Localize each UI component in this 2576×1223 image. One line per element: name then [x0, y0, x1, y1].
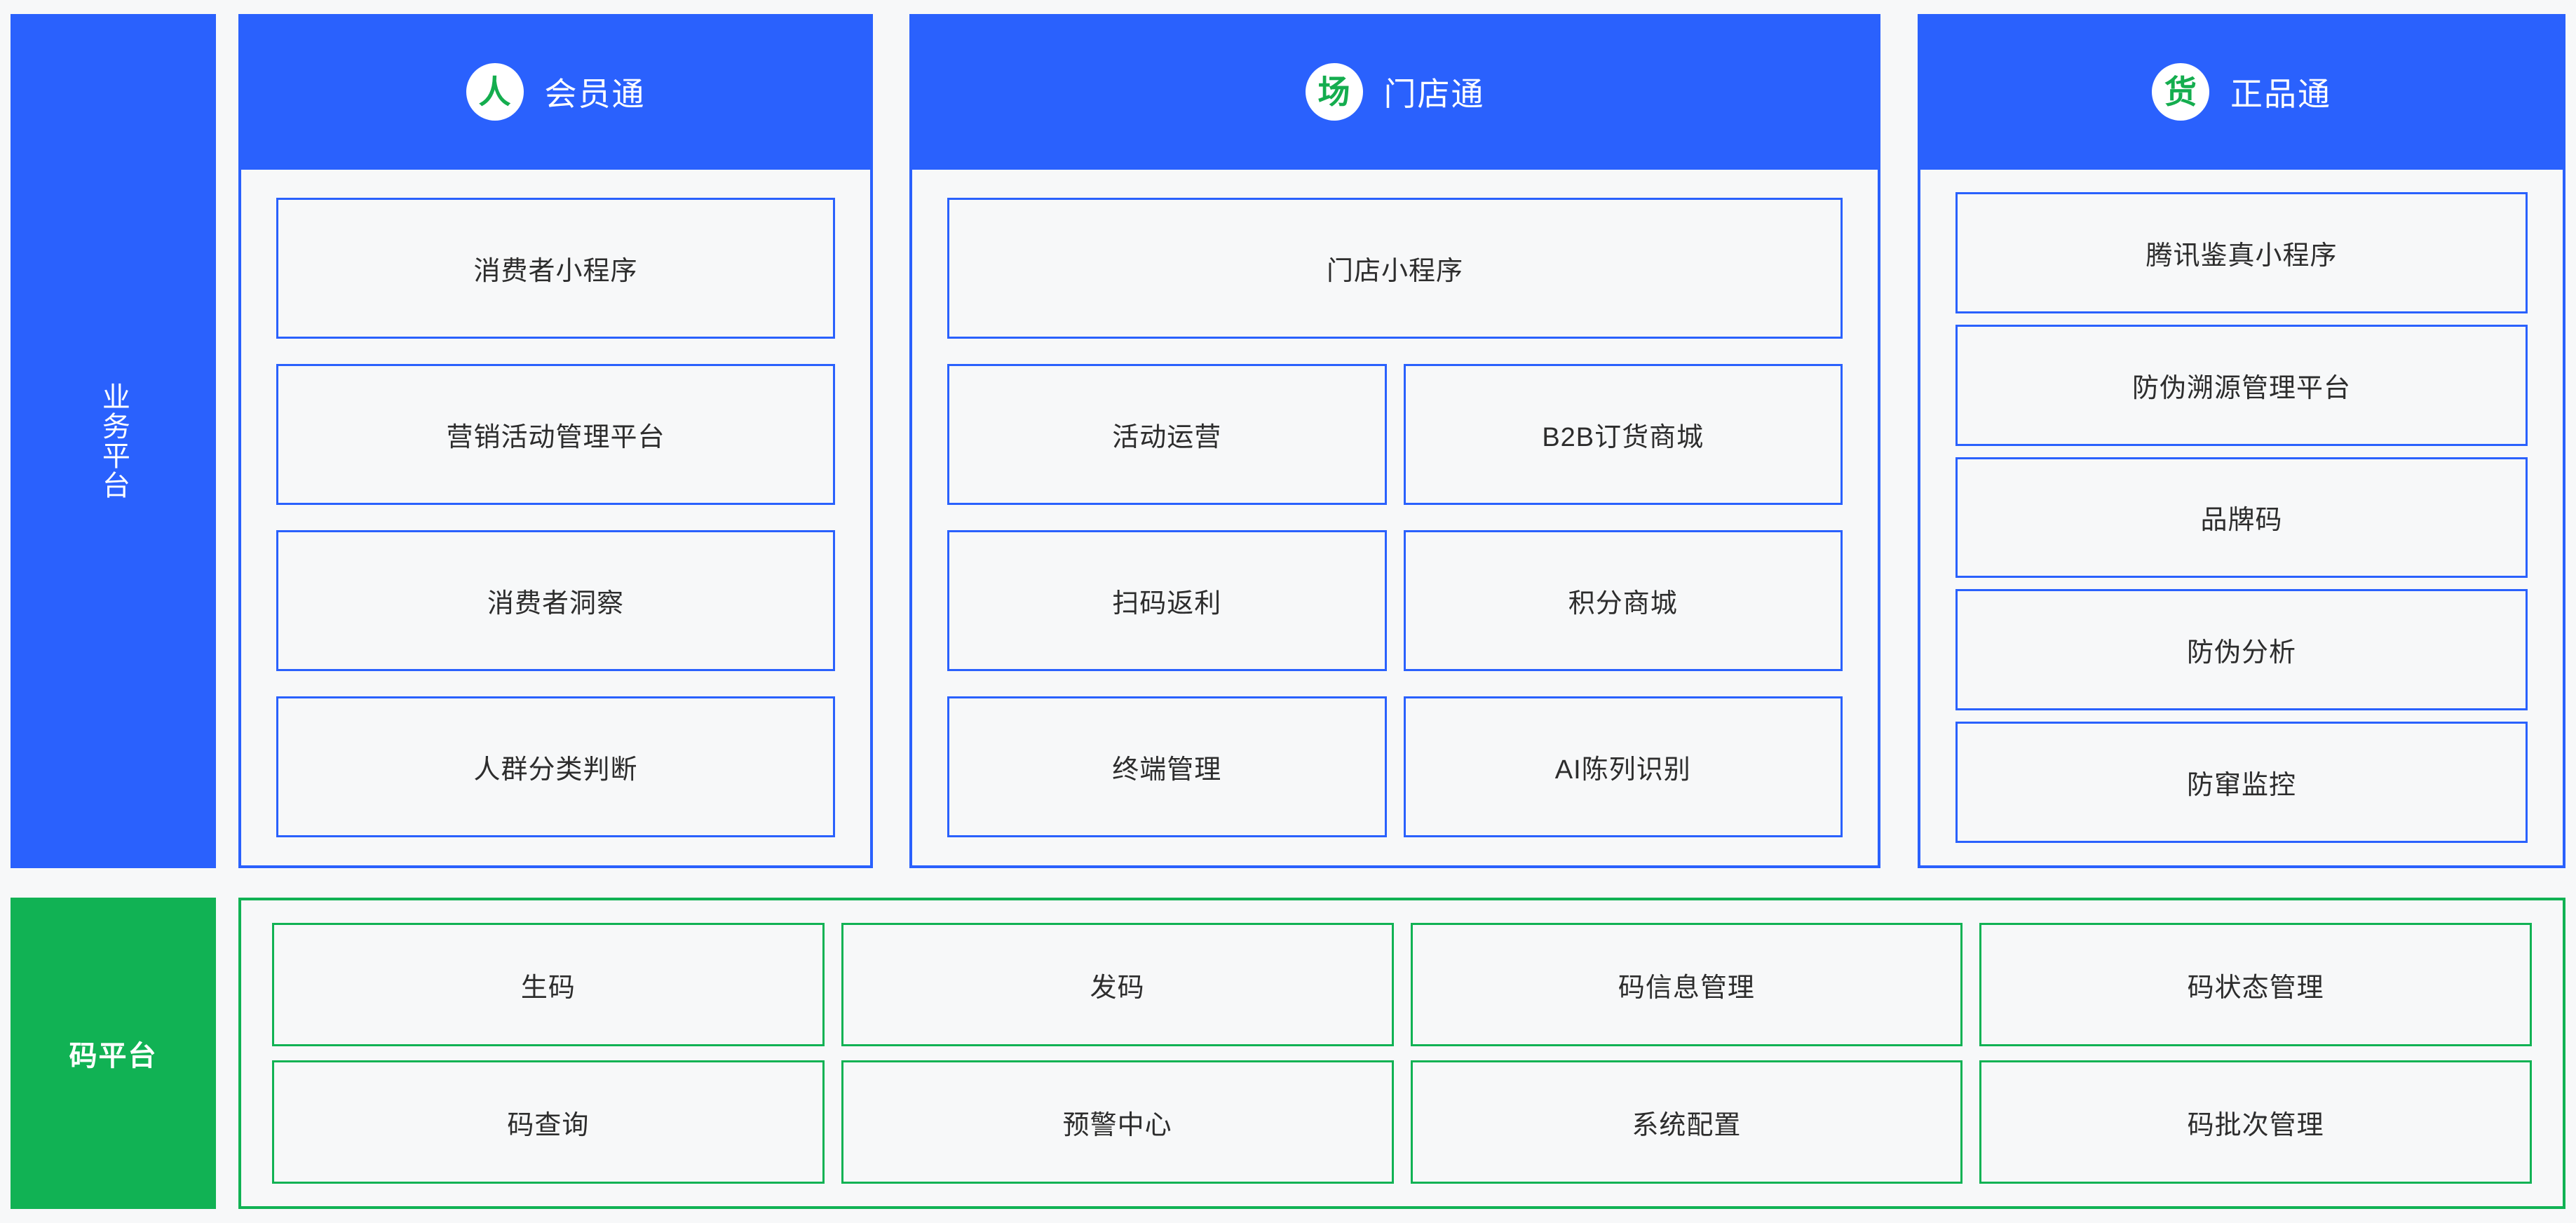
code-tile-issue-code[interactable]: 发码 — [841, 923, 1394, 1046]
code-tile-row: 码查询 预警中心 系统配置 码批次管理 — [272, 1060, 2532, 1184]
platform-card-store[interactable]: 场 门店通 门店小程序 活动运营 B2B订货商城 扫码返利 积分商城 终端管理 … — [909, 14, 1880, 868]
code-tile-code-status-management[interactable]: 码状态管理 — [1979, 923, 2532, 1046]
business-platform-side-label-text: 业务平台 — [97, 382, 129, 500]
tile-ai-display-recognition[interactable]: AI陈列识别 — [1403, 696, 1843, 837]
code-tile-code-info-management[interactable]: 码信息管理 — [1410, 923, 1963, 1046]
tile-anticounterfeit-analysis[interactable]: 防伪分析 — [1955, 589, 2528, 711]
tile-row: 防窜监控 — [1955, 722, 2528, 843]
tile-consumer-insight[interactable]: 消费者洞察 — [276, 530, 835, 671]
tile-row: 防伪溯源管理平台 — [1955, 324, 2528, 446]
platform-card-member[interactable]: 人 会员通 消费者小程序 营销活动管理平台 消费者洞察 人群分类判断 — [238, 14, 873, 868]
goods-badge-icon: 货 — [2152, 63, 2209, 121]
platform-card-store-body: 门店小程序 活动运营 B2B订货商城 扫码返利 积分商城 终端管理 AI陈列识别 — [909, 170, 1880, 868]
tile-brand-code[interactable]: 品牌码 — [1955, 457, 2528, 579]
platform-card-authentic[interactable]: 货 正品通 腾讯鉴真小程序 防伪溯源管理平台 品牌码 防伪分析 防窜监控 — [1918, 14, 2565, 868]
platform-card-member-body: 消费者小程序 营销活动管理平台 消费者洞察 人群分类判断 — [238, 170, 873, 868]
tile-anticounterfeit-traceability-platform[interactable]: 防伪溯源管理平台 — [1955, 324, 2528, 446]
tile-row: 扫码返利 积分商城 — [947, 530, 1843, 671]
platform-card-member-header: 人 会员通 — [238, 14, 873, 170]
platform-card-authentic-header: 货 正品通 — [1918, 14, 2565, 170]
code-tile-code-query[interactable]: 码查询 — [272, 1060, 825, 1184]
tile-b2b-order-mall[interactable]: B2B订货商城 — [1403, 364, 1843, 505]
code-tile-row: 生码 发码 码信息管理 码状态管理 — [272, 923, 2532, 1046]
tile-campaign-operation[interactable]: 活动运营 — [947, 364, 1387, 505]
tile-crowd-classification[interactable]: 人群分类判断 — [276, 696, 835, 837]
code-tile-alert-center[interactable]: 预警中心 — [841, 1060, 1394, 1184]
tile-row: 人群分类判断 — [276, 696, 835, 837]
tile-row: 门店小程序 — [947, 198, 1843, 339]
tile-scan-rebate[interactable]: 扫码返利 — [947, 530, 1387, 671]
tile-marketing-campaign-platform[interactable]: 营销活动管理平台 — [276, 364, 835, 505]
code-platform-side-label: 码平台 — [11, 898, 216, 1209]
tile-row: 营销活动管理平台 — [276, 364, 835, 505]
business-platform-section: 业务平台 人 会员通 消费者小程序 营销活动管理平台 消费者洞察 人群分类判断 — [0, 14, 2576, 868]
tile-store-miniprogram[interactable]: 门店小程序 — [947, 198, 1843, 339]
person-badge-icon: 人 — [466, 63, 524, 121]
code-tile-system-configuration[interactable]: 系统配置 — [1410, 1060, 1963, 1184]
tile-row: 活动运营 B2B订货商城 — [947, 364, 1843, 505]
tile-consumer-miniprogram[interactable]: 消费者小程序 — [276, 198, 835, 339]
platform-card-authentic-title: 正品通 — [2230, 76, 2331, 112]
code-tile-code-batch-management[interactable]: 码批次管理 — [1979, 1060, 2532, 1184]
platform-card-member-title: 会员通 — [544, 76, 646, 112]
platform-card-store-title: 门店通 — [1383, 76, 1485, 112]
tile-row: 品牌码 — [1955, 457, 2528, 579]
code-platform-container: 生码 发码 码信息管理 码状态管理 码查询 预警中心 系统配置 码批次管理 — [238, 898, 2565, 1209]
code-tile-generate-code[interactable]: 生码 — [272, 923, 825, 1046]
tile-row: 消费者洞察 — [276, 530, 835, 671]
tile-row: 消费者小程序 — [276, 198, 835, 339]
tile-tencent-authentication-miniprogram[interactable]: 腾讯鉴真小程序 — [1955, 192, 2528, 313]
platform-card-authentic-body: 腾讯鉴真小程序 防伪溯源管理平台 品牌码 防伪分析 防窜监控 — [1918, 170, 2565, 868]
tile-anti-diversion-monitoring[interactable]: 防窜监控 — [1955, 722, 2528, 843]
tile-points-mall[interactable]: 积分商城 — [1403, 530, 1843, 671]
platform-card-store-header: 场 门店通 — [909, 14, 1880, 170]
business-platform-side-label: 业务平台 — [11, 14, 216, 868]
code-platform-section: 码平台 生码 发码 码信息管理 码状态管理 码查询 预警中心 系统配置 码批次管… — [0, 898, 2576, 1209]
tile-row: 终端管理 AI陈列识别 — [947, 696, 1843, 837]
place-badge-icon: 场 — [1305, 63, 1363, 121]
tile-row: 防伪分析 — [1955, 589, 2528, 711]
code-platform-side-label-text: 码平台 — [69, 1041, 158, 1072]
tile-terminal-management[interactable]: 终端管理 — [947, 696, 1387, 837]
tile-row: 腾讯鉴真小程序 — [1955, 192, 2528, 313]
